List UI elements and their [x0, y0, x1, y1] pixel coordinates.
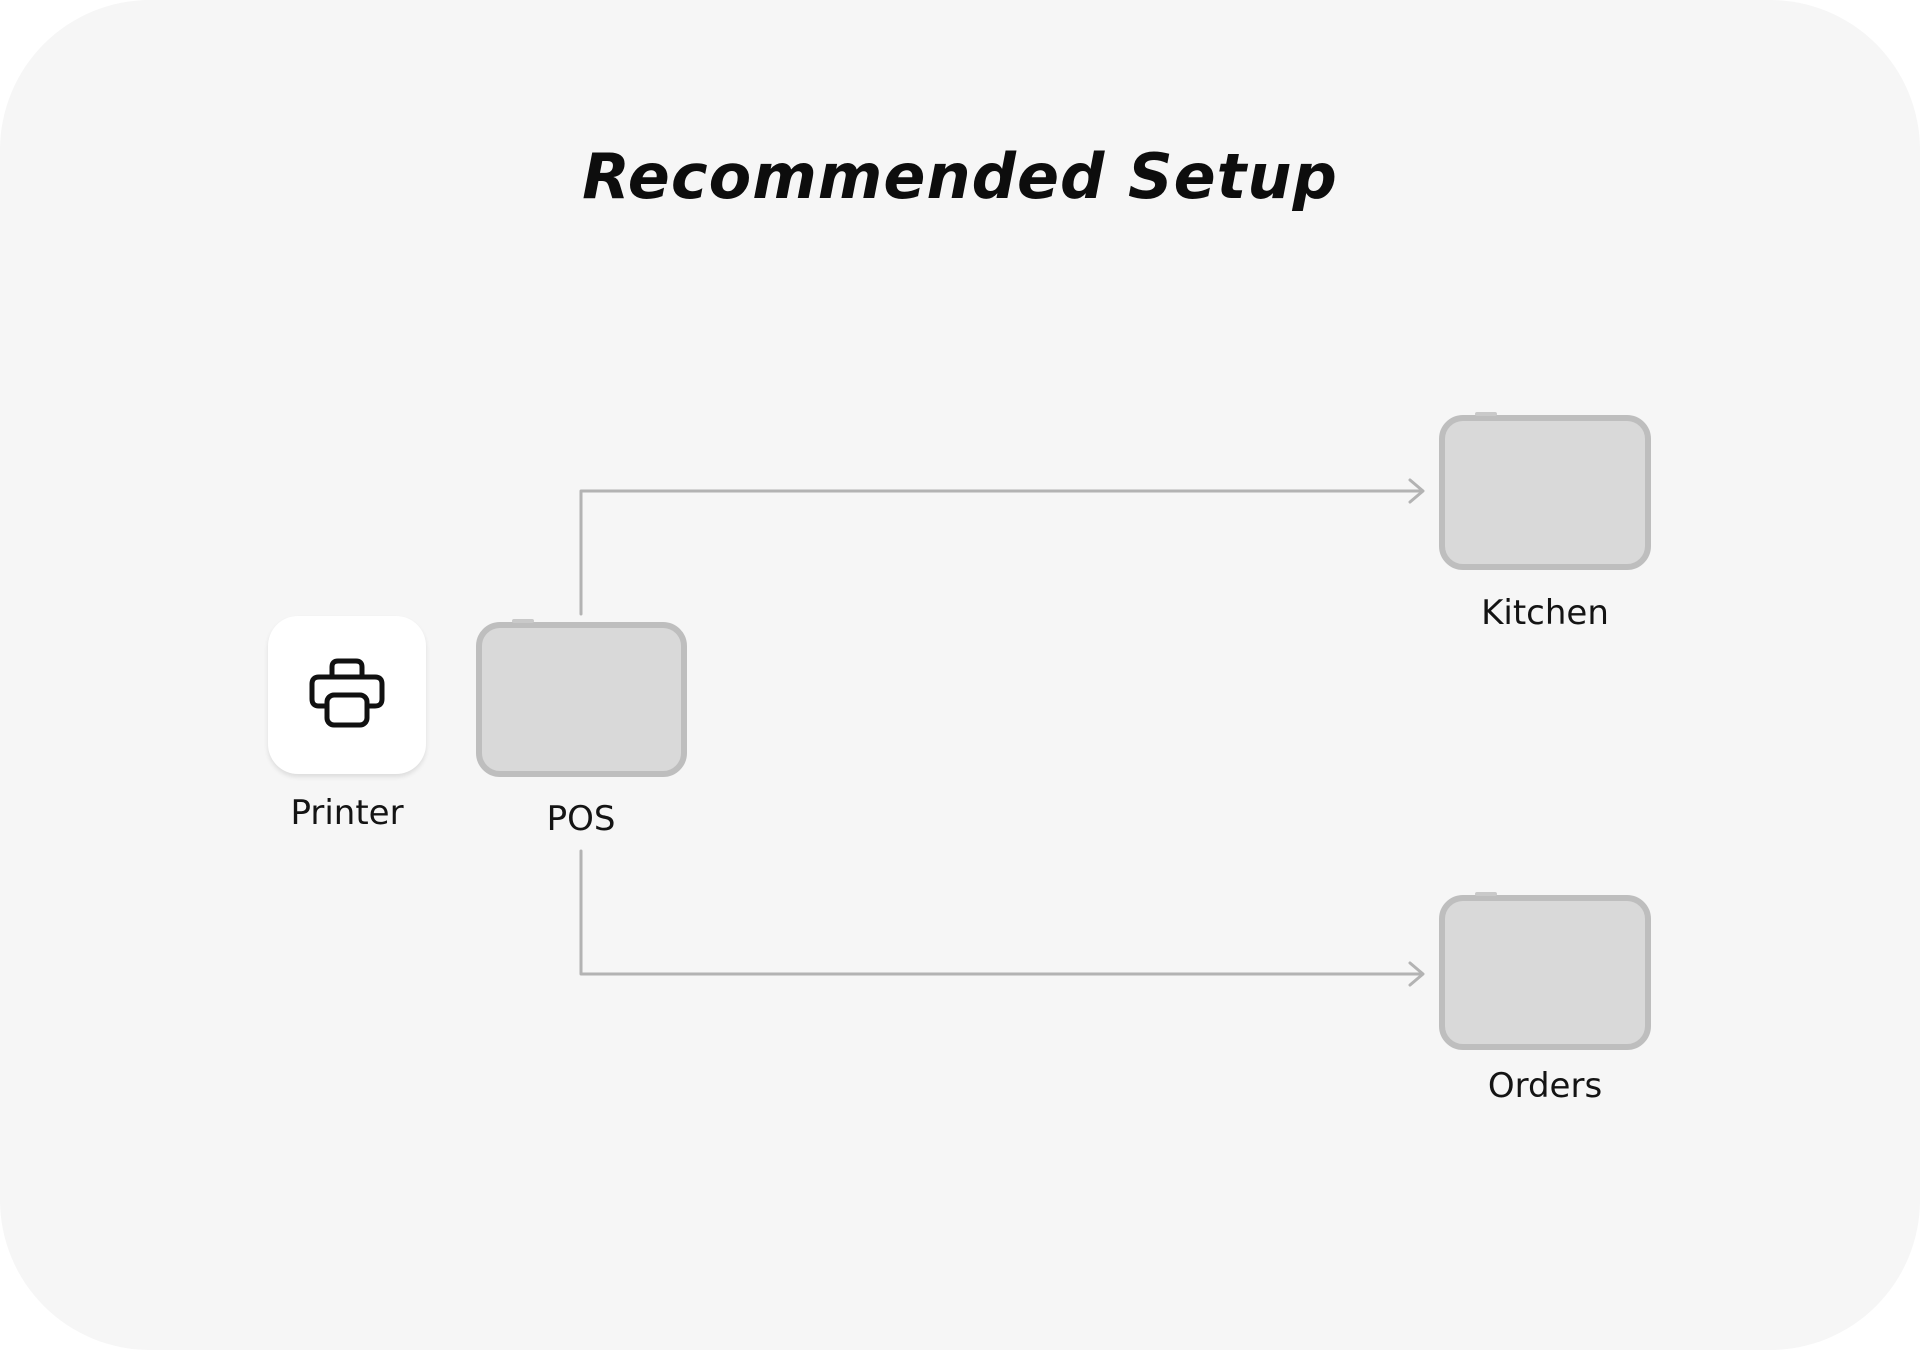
- connector-pos-to-orders: [579, 849, 1424, 976]
- kitchen-device: [1439, 412, 1651, 570]
- connector-pos-to-kitchen: [579, 489, 1424, 616]
- device-notch: [1475, 892, 1497, 896]
- diagram-title: Recommended Setup: [582, 140, 1338, 213]
- pos-label: POS: [546, 799, 616, 839]
- printer-icon: [309, 658, 385, 728]
- device-notch: [512, 619, 534, 623]
- arrowhead-orders: [1408, 961, 1425, 987]
- orders-label: Orders: [1487, 1066, 1603, 1106]
- printer-node: [268, 616, 426, 774]
- device-notch: [1475, 412, 1497, 416]
- orders-device: [1439, 892, 1651, 1050]
- printer-label: Printer: [290, 793, 404, 833]
- kitchen-label: Kitchen: [1481, 593, 1609, 633]
- arrowhead-kitchen: [1408, 478, 1425, 504]
- pos-device: [476, 619, 687, 777]
